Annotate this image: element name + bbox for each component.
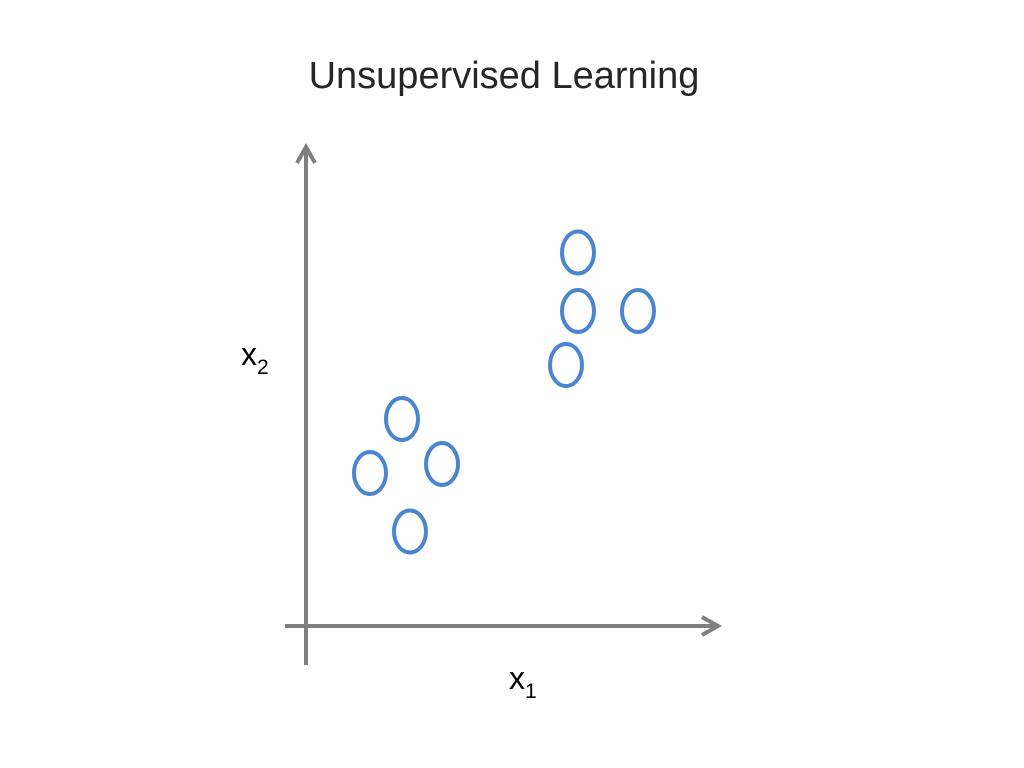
y-axis-label-base: x <box>241 336 257 372</box>
data-points <box>352 229 656 555</box>
x-axis-arrowhead <box>701 615 723 637</box>
data-point <box>620 288 656 334</box>
y-axis-label: x2 <box>241 336 269 386</box>
x-axis <box>285 615 723 637</box>
x-axis-label-base: x <box>509 660 525 696</box>
y-axis-label-subscript: 2 <box>257 356 269 379</box>
y-axis-arrowhead <box>295 142 317 164</box>
data-point <box>384 396 420 442</box>
slide-title: Unsupervised Learning <box>308 55 700 97</box>
data-point <box>352 450 388 496</box>
data-point <box>392 508 428 555</box>
data-point <box>560 288 596 334</box>
x-axis-label: x1 <box>509 660 537 710</box>
x-axis-label-subscript: 1 <box>525 680 537 703</box>
data-point <box>548 342 584 388</box>
data-point <box>424 441 460 487</box>
data-point <box>560 229 596 276</box>
y-axis <box>295 142 317 665</box>
